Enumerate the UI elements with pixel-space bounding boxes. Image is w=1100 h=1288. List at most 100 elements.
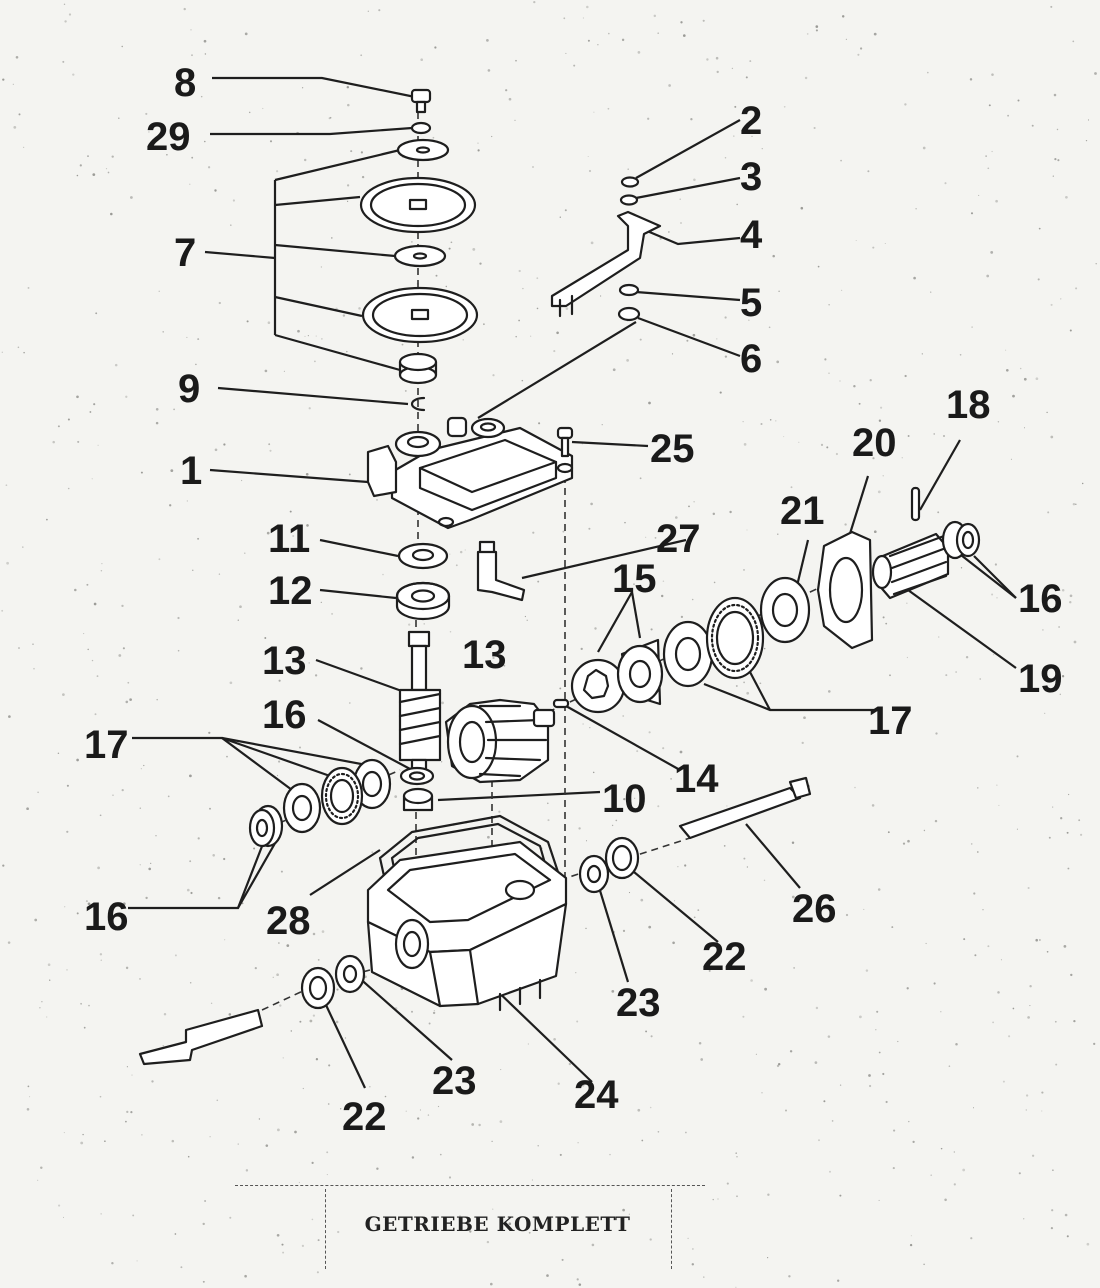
speckle-dot — [305, 472, 309, 476]
speckle-dot — [92, 173, 96, 176]
speckle-dot — [499, 1120, 503, 1123]
speckle-dot — [743, 857, 746, 860]
speckle-dot — [279, 1004, 282, 1007]
speckle-dot — [648, 401, 651, 405]
speckle-dot — [578, 827, 581, 830]
speckle-dot — [272, 976, 274, 978]
speckle-dot — [987, 945, 990, 948]
speckle-dot — [761, 1092, 763, 1094]
speckle-dot — [483, 323, 485, 326]
speckle-dot — [114, 363, 118, 367]
speckle-dot — [49, 979, 51, 981]
speckle-dot — [1066, 1235, 1069, 1238]
speckle-dot — [691, 598, 694, 601]
part-pin-14 — [552, 698, 570, 709]
speckle-dot — [677, 866, 679, 868]
speckle-dot — [155, 407, 159, 411]
speckle-dot — [459, 1215, 461, 1217]
speckle-dot — [97, 866, 100, 870]
speckle-dot — [174, 954, 177, 957]
speckle-dot — [276, 920, 279, 923]
speckle-dot — [248, 111, 251, 114]
speckle-dot — [121, 604, 124, 608]
speckle-dot — [871, 804, 875, 807]
label-29: 29 — [146, 115, 191, 159]
speckle-dot — [18, 113, 21, 116]
part-lever-4 — [550, 210, 662, 318]
speckle-dot — [125, 966, 129, 970]
speckle-dot — [41, 1001, 43, 1003]
speckle-dot — [283, 370, 285, 372]
speckle-dot — [904, 103, 907, 106]
speckle-dot — [312, 932, 316, 936]
speckle-dot — [162, 1045, 164, 1047]
speckle-dot — [680, 21, 683, 24]
speckle-dot — [62, 693, 65, 696]
speckle-dot — [57, 425, 60, 428]
speckle-dot — [197, 338, 200, 341]
speckle-dot — [657, 1130, 660, 1133]
label-22-left: 22 — [342, 1095, 387, 1139]
speckle-dot — [37, 1179, 39, 1181]
speckle-dot — [1023, 1218, 1025, 1220]
speckle-dot — [121, 788, 124, 792]
speckle-dot — [872, 457, 875, 460]
speckle-dot — [650, 1035, 653, 1038]
speckle-dot — [1019, 367, 1022, 370]
speckle-dot — [1012, 1007, 1015, 1010]
speckle-dot — [653, 14, 657, 18]
speckle-dot — [471, 1123, 475, 1126]
speckle-dot — [80, 1141, 84, 1145]
speckle-dot — [637, 1108, 641, 1112]
speckle-dot — [536, 277, 539, 280]
speckle-dot — [479, 262, 482, 265]
speckle-dot — [155, 421, 159, 425]
speckle-dot — [95, 312, 98, 315]
speckle-dot — [64, 906, 66, 908]
speckle-dot — [1016, 828, 1018, 830]
speckle-dot — [63, 3, 66, 5]
speckle-dot — [755, 1053, 757, 1055]
speckle-dot — [1054, 1020, 1057, 1023]
speckle-dot — [214, 189, 217, 192]
speckle-dot — [27, 286, 30, 289]
speckle-dot — [141, 1134, 143, 1136]
speckle-dot — [522, 287, 524, 290]
speckle-dot — [79, 164, 82, 167]
speckle-dot — [680, 615, 684, 619]
speckle-dot — [783, 105, 786, 108]
speckle-dot — [423, 623, 425, 625]
speckle-dot — [594, 627, 597, 630]
speckle-dot — [767, 1257, 769, 1259]
speckle-dot — [930, 1174, 933, 1177]
speckle-dot — [970, 212, 974, 215]
speckle-dot — [902, 842, 906, 845]
speckle-dot — [491, 1140, 493, 1143]
speckle-dot — [223, 857, 226, 861]
speckle-dot — [887, 831, 890, 834]
speckle-dot — [64, 20, 67, 23]
speckle-dot — [188, 387, 190, 389]
speckle-dot — [1052, 806, 1054, 808]
speckle-dot — [546, 1274, 549, 1277]
speckle-dot — [232, 199, 235, 202]
speckle-dot — [775, 420, 777, 422]
speckle-dot — [1042, 629, 1044, 631]
speckle-dot — [1055, 1063, 1058, 1066]
label-4: 4 — [740, 213, 763, 257]
speckle-dot — [901, 457, 903, 459]
speckle-dot — [360, 151, 364, 154]
speckle-dot — [290, 1030, 293, 1032]
speckle-dot — [717, 1198, 719, 1200]
speckle-dot — [298, 746, 302, 749]
part-bearing-11 — [397, 542, 449, 570]
label-18: 18 — [946, 383, 991, 427]
speckle-dot — [873, 32, 877, 36]
speckle-dot — [837, 1279, 840, 1282]
speckle-dot — [528, 1231, 531, 1234]
speckle-dot — [933, 982, 936, 985]
speckle-dot — [878, 1199, 880, 1201]
speckle-dot — [940, 1010, 942, 1013]
speckle-dot — [578, 1283, 582, 1286]
speckle-dot — [974, 954, 977, 957]
